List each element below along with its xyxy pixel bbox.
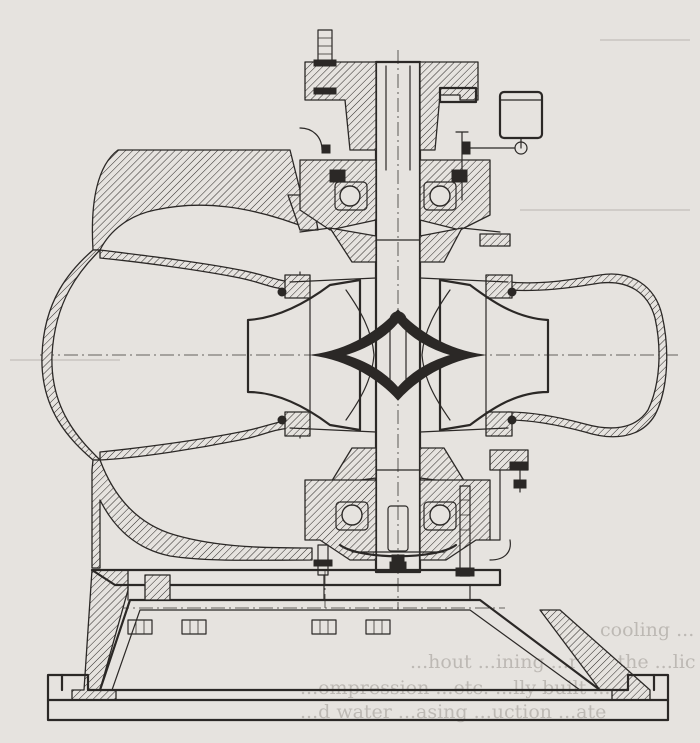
- show-through-lines: [10, 39, 690, 361]
- bottom-bearing-housing: [304, 447, 529, 570]
- top-lubricator-stud: [313, 29, 337, 95]
- side-bolts-lower: [313, 461, 529, 577]
- fasteners: [299, 29, 544, 601]
- show-through-line-4: ...d water ...asing ...uction ...ate: [300, 701, 606, 723]
- volute-casing: [41, 149, 319, 569]
- base-frame: [46, 568, 670, 722]
- top-bearing-housing: [299, 61, 511, 263]
- oil-cup: [461, 90, 544, 155]
- show-through-line-3: ...ompression ...etc. ...lly built ...ur: [300, 677, 633, 699]
- show-through-line-1: cooling ...: [600, 619, 694, 641]
- show-through-text: cooling ... ...hout ...ining ...r for th…: [300, 619, 696, 723]
- shaft: [374, 60, 422, 574]
- foundation-bolts: [127, 619, 391, 635]
- diffuser-walls: [289, 277, 509, 433]
- impeller: [246, 271, 550, 439]
